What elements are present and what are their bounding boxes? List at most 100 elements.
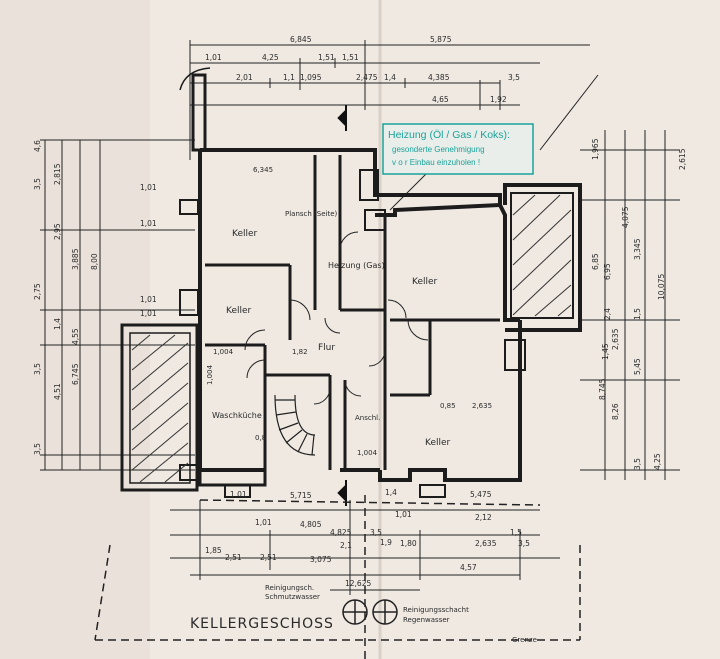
room-plansch: Plansch (Seite)	[285, 210, 338, 218]
inner-dimension-label: 0,85	[440, 402, 456, 410]
bottom-dimension-label: 4,805	[300, 520, 322, 529]
inner-dimension-label: 1,004	[206, 364, 214, 385]
room-heizung: Heizung (Gas)	[328, 261, 385, 270]
right-dimension-label: 2,635	[611, 328, 620, 350]
right-dimension-label: 1,45	[601, 343, 610, 360]
top-dimension-label: 5,875	[430, 35, 452, 44]
left-dimension-label: 8,00	[90, 253, 99, 270]
top-dimension-label: 6,845	[290, 35, 312, 44]
left-dimension-label: 1,01	[140, 309, 157, 318]
bottom-dimension-label: 5,715	[290, 491, 312, 500]
grenze-label: Grenze	[512, 636, 537, 644]
plan-labels: KELLERGESCHOSS Reinigungsch. Schmutzwass…	[190, 584, 537, 644]
top-dimension-label: 1,095	[300, 73, 322, 82]
bottom-dimension-label: 3,5	[370, 528, 382, 537]
plan-title: KELLERGESCHOSS	[190, 616, 334, 632]
left-dimension-label: 1,01	[140, 219, 157, 228]
stamp-line2: gesonderte Genehmigung	[392, 145, 485, 154]
bottom-dimension-label: 2,12	[475, 513, 492, 522]
top-dimension-labels: 6,845 5,875 4,25 1,51 1,51 2,01 1,1 1,095 2,475 1…	[205, 35, 520, 104]
room-keller-1: Keller	[232, 229, 258, 239]
bottom-dimension-label: 1,5	[510, 528, 522, 537]
reinigung-right-line2: Regenwasser	[403, 616, 450, 624]
inner-dimension-label: 1,004	[357, 449, 378, 457]
right-dimension-label: 3,345	[633, 238, 642, 260]
inner-dimension-labels: 6,345 1,82 2,635 1,004 1,004 0,85 1,004 0,8	[206, 166, 492, 457]
left-dimension-label: 3,5	[33, 443, 42, 455]
right-dimension-label: 1,965	[591, 138, 600, 160]
bottom-dimension-label: 2,51	[225, 553, 242, 562]
right-dimension-label: 8,26	[611, 403, 620, 420]
inner-dimension-label: 1,82	[292, 348, 308, 356]
room-labels: Keller Keller Keller Keller Plansch (Sei…	[212, 210, 451, 448]
bottom-dimension-label: 4,57	[460, 563, 477, 572]
bottom-dimension-label: 2,1	[340, 541, 352, 550]
inner-dimension-label: 6,345	[253, 166, 273, 174]
right-dimension-label: 2,4	[603, 308, 612, 320]
top-dimension-label: 4,25	[262, 53, 279, 62]
bottom-dimension-label: 1,85	[205, 546, 222, 555]
room-keller-3: Keller	[412, 277, 438, 287]
right-dimension-label: 3,5	[633, 458, 642, 470]
right-dimension-label: 4,25	[653, 453, 662, 470]
room-keller-4: Keller	[425, 438, 451, 448]
left-dimension-label: 4,51	[53, 383, 62, 400]
top-dimension-label: 4,65	[432, 95, 449, 104]
bottom-dimension-label: 1,01	[230, 490, 247, 499]
right-dimension-label: 2,615	[678, 148, 687, 170]
paper-shade-left	[0, 0, 150, 659]
bottom-dimension-label: 2,51	[260, 553, 277, 562]
bottom-dimension-label: 2,635	[475, 539, 497, 548]
top-dimension-label: 3,5	[508, 73, 520, 82]
right-dimension-label: 5,45	[633, 358, 642, 375]
bottom-dimension-label: 4,825	[330, 528, 352, 537]
top-dimension-label: 2,475	[356, 73, 378, 82]
heating-stamp: Heizung (Öl / Gas / Koks): gesonderte Ge…	[382, 123, 534, 175]
top-dimension-label: 1,51	[318, 53, 335, 62]
dimension-lines	[40, 40, 680, 595]
right-dimension-label: 4,075	[621, 206, 630, 228]
right-dimension-label: 10,075	[657, 274, 666, 300]
bottom-dimension-label: 1,80	[400, 539, 417, 548]
bottom-dimension-label: 3,5	[518, 539, 530, 548]
room-waschkueche: Waschküche	[212, 411, 262, 420]
left-dimension-label: 3,5	[33, 178, 42, 190]
reinigung-left-line1: Reinigungsch.	[265, 584, 314, 592]
bottom-dimension-label: 5,475	[470, 490, 492, 499]
room-keller-2: Keller	[226, 306, 252, 316]
left-dimension-label: 1,4	[53, 318, 62, 330]
bottom-dimension-label: 12,625	[345, 579, 371, 588]
reinigung-right-line1: Reinigungsschacht	[403, 606, 469, 614]
left-dimension-label: 1,01	[140, 295, 157, 304]
manholes	[342, 599, 398, 625]
right-dimension-label: 8,745	[598, 378, 607, 400]
left-dimension-label: 4,6	[33, 140, 42, 152]
stamp-line3: v o r Einbau einzuholen !	[392, 158, 480, 167]
room-flur: Flur	[318, 343, 335, 353]
top-dimension-label: 1,4	[384, 73, 396, 82]
top-dimension-label: 1,92	[490, 95, 507, 104]
bottom-dimension-label: 1,4	[385, 488, 397, 497]
inner-dimension-label: 2,635	[472, 402, 492, 410]
inner-dimension-label: 0,8	[255, 434, 266, 442]
inner-dimension-label: 1,004	[213, 348, 234, 356]
top-dimension-label: 1,1	[283, 73, 295, 82]
left-dimension-label: 2,75	[33, 283, 42, 300]
left-dimension-label: 6,745	[71, 363, 80, 385]
bottom-dimension-label: 1,01	[255, 518, 272, 527]
top-dimension-label: 1,51	[342, 53, 359, 62]
reinigung-left-line2: Schmutzwasser	[265, 593, 320, 601]
door-swings	[244, 231, 429, 405]
section-marks	[337, 105, 347, 506]
hatching-right	[512, 194, 572, 317]
top-dimension-label: 2,01	[236, 73, 253, 82]
room-anschluss: Anschl.	[355, 414, 380, 422]
left-dimension-label: 2,815	[53, 163, 62, 185]
right-dimension-label: 6,95	[603, 263, 612, 280]
left-dimension-label: 4,55	[71, 328, 80, 345]
top-dimension-label: 4,385	[428, 73, 450, 82]
stamp-line1: Heizung (Öl / Gas / Koks):	[388, 129, 510, 141]
